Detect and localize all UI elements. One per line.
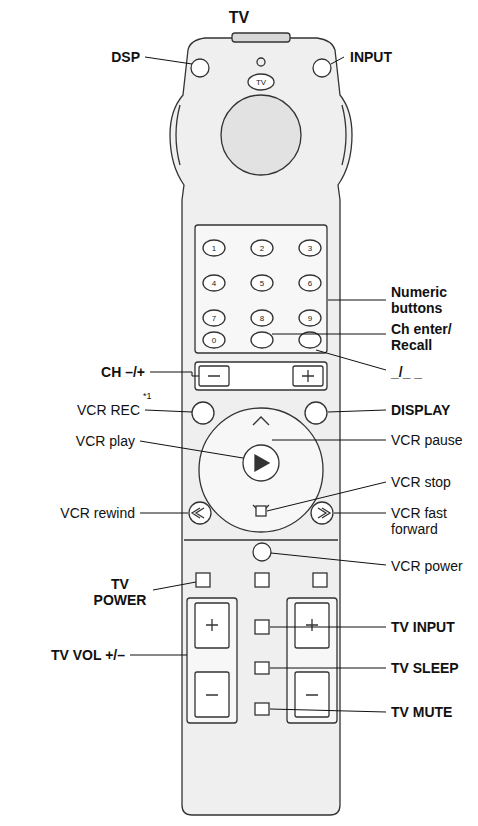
drawing-group: [170, 33, 352, 815]
key-label: 0: [212, 336, 216, 345]
callout-label: VCR fast forward: [391, 505, 471, 537]
remote-part: [243, 445, 279, 481]
remote-part: [267, 482, 386, 511]
remote-part: [313, 573, 327, 587]
remote-part: [184, 539, 338, 540]
callout-label: CH –/+: [101, 364, 145, 380]
remote-part: [256, 506, 266, 516]
remote-part: [305, 402, 327, 424]
remote-part: [270, 709, 386, 712]
remote-part: [232, 33, 290, 42]
key-label: 9: [308, 314, 312, 323]
remote-part: [257, 58, 265, 66]
key-label: TV: [256, 78, 266, 87]
remote-part: [192, 508, 330, 518]
callout-label: VCR stop: [391, 474, 451, 490]
remote-part: [299, 310, 321, 326]
remote-part: [299, 240, 321, 256]
drawing-group: [203, 240, 321, 348]
remote-part: [313, 59, 331, 77]
remote-part: [187, 598, 237, 723]
key-label: 3: [308, 244, 312, 253]
remote-part: [140, 441, 243, 458]
remote-part: [203, 310, 225, 326]
remote-part: [306, 619, 318, 695]
callout-label: VCR REC: [77, 402, 140, 418]
key-label: 7: [212, 314, 216, 323]
callout-label: INPUT: [350, 49, 392, 65]
remote-part: [221, 95, 301, 175]
key-label: 5: [260, 279, 264, 288]
remote-part: [140, 513, 188, 514]
remote-part: [331, 57, 344, 64]
remote-part: [255, 455, 269, 471]
callout-label: VCR power: [391, 558, 463, 574]
callout-label: TV VOL +/–: [51, 647, 125, 663]
remote-part: [251, 240, 273, 256]
remote-part: [195, 362, 327, 390]
remote-part: [251, 332, 273, 348]
drawing-group: [130, 57, 386, 712]
remote-part: [253, 543, 271, 561]
remote-part: [255, 620, 269, 634]
remote-part: [191, 59, 209, 77]
key-label: 2: [260, 244, 264, 253]
callout-label: VCR rewind: [60, 505, 135, 521]
remote-part: [328, 300, 386, 301]
callout-label: TV INPUT: [391, 619, 455, 635]
callout-label: *1: [143, 388, 152, 404]
remote-part: [208, 370, 314, 382]
remote-part: [255, 662, 269, 674]
remote-part: [255, 573, 269, 587]
remote-part: [328, 410, 386, 412]
remote-part: [251, 275, 273, 291]
remote-part: [192, 402, 214, 424]
remote-part: [196, 573, 210, 587]
remote-part: [316, 350, 386, 370]
callout-label: TV POWER: [91, 576, 149, 608]
key-label: 4: [212, 279, 216, 288]
remote-part: [251, 310, 273, 326]
remote-part: [199, 408, 323, 532]
remote-part: [287, 598, 337, 723]
remote-part: [270, 627, 386, 628]
remote-part: [176, 105, 346, 165]
key-label: 6: [308, 279, 312, 288]
remote-part: [206, 619, 218, 695]
remote-part: [130, 655, 187, 656]
callout-label: TV MUTE: [391, 704, 452, 720]
remote-part: [271, 553, 386, 565]
remote-part: [270, 668, 386, 669]
remote-part: [150, 372, 199, 376]
callout-label: TV SLEEP: [391, 660, 459, 676]
key-label: 8: [260, 314, 264, 323]
remote-part: [272, 334, 386, 335]
remote-part: [334, 513, 386, 514]
callout-label: DISPLAY: [391, 402, 450, 418]
remote-part: [299, 275, 321, 291]
remote-part: [253, 417, 269, 513]
callout-label: Numeric buttons: [391, 284, 463, 316]
remote-part: [203, 240, 225, 256]
callout-label: Ch enter/ Recall: [391, 321, 465, 353]
remote-part: [203, 275, 225, 291]
remote-part: [145, 57, 192, 64]
title: TV: [229, 10, 249, 26]
remote-part: [255, 703, 269, 715]
callout-label: _/_ _: [391, 364, 422, 380]
remote-part: [145, 410, 192, 412]
remote-part: [153, 582, 196, 590]
remote-part: [248, 74, 274, 90]
callout-label: DSP: [111, 49, 140, 65]
remote-part: [170, 38, 352, 815]
remote-part: [272, 440, 386, 441]
remote-part: [203, 332, 225, 348]
callout-label: VCR pause: [391, 432, 463, 448]
callout-label: VCR play: [76, 433, 135, 449]
key-label: 1: [212, 244, 216, 253]
